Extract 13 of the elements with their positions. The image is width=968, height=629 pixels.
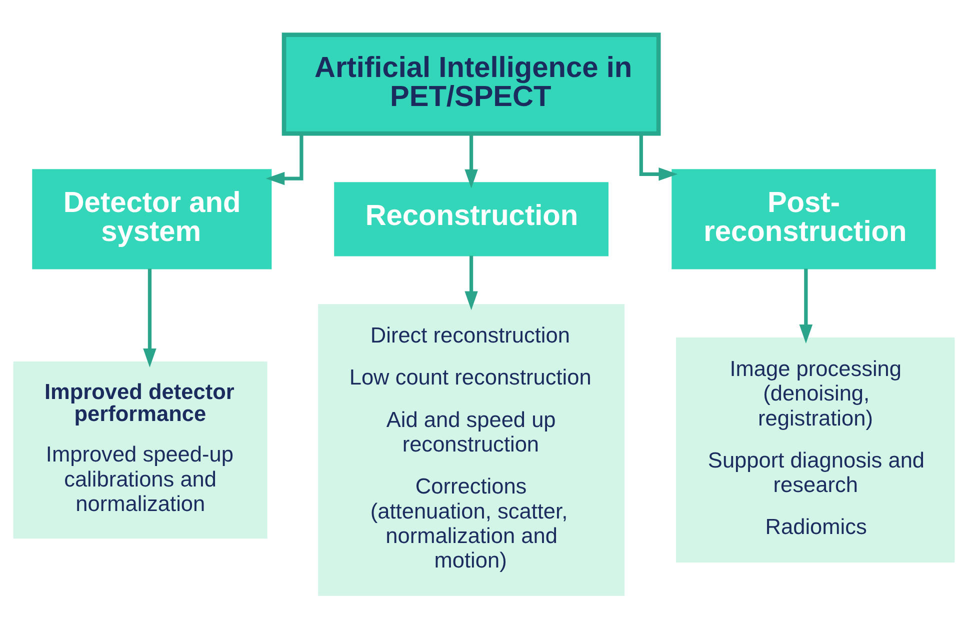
arrow bbox=[143, 268, 156, 367]
arrow bbox=[464, 133, 478, 188]
node-box: Improved detector performance Improved speed-up calibrations and normalization bbox=[13, 360, 268, 538]
arrow bbox=[799, 268, 813, 343]
node-box: Artificial Intelligence in PET/SPECT bbox=[282, 32, 661, 136]
node-box: Direct reconstruction Low count reconstruction Aid and speed up reconstruction Corrections (attenuation, scatter, normalization and motion) bbox=[318, 304, 624, 596]
node-box: Post-reconstruction bbox=[672, 168, 936, 269]
arrow bbox=[639, 133, 678, 180]
node-box: Image processing (denoising, registration) Support diagnosis and research Radiomics bbox=[676, 337, 955, 562]
arrow bbox=[266, 133, 304, 185]
arrow bbox=[464, 255, 478, 310]
node-box: Reconstruction bbox=[334, 182, 608, 256]
node-box: Detector and system bbox=[32, 168, 272, 269]
